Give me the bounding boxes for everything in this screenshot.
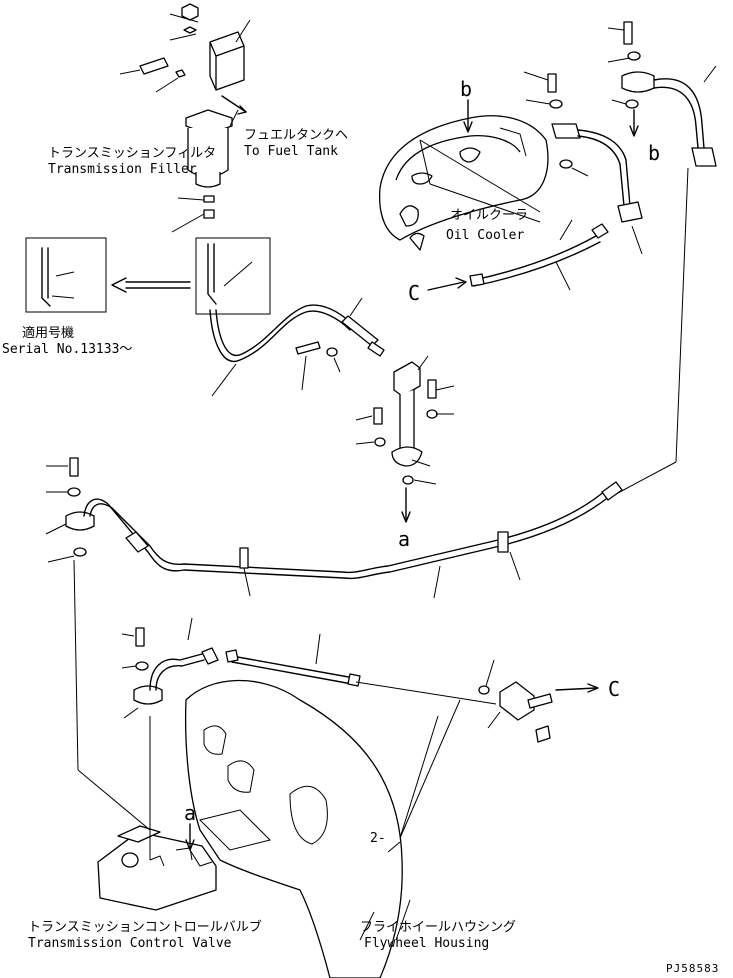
serial-label-en: Serial No.13133～ xyxy=(2,342,132,357)
transmission-filter xyxy=(139,3,245,219)
ref-b-right: b xyxy=(648,141,660,165)
oil-cooler-label-en: Oil Cooler xyxy=(446,228,524,243)
filter-label-jp: トランスミッションフィルタ xyxy=(48,146,216,161)
flywheel-label-en: Flywheel Housing xyxy=(364,936,489,951)
ref-a-top: a xyxy=(398,527,410,551)
control-valve-label-jp: トランスミッションコントロールバルブ xyxy=(28,919,262,935)
current-inset-box xyxy=(195,237,271,315)
ref-b-cooler: b xyxy=(460,77,472,101)
serial-inset-box xyxy=(25,237,107,313)
ref-c-right: C xyxy=(608,677,620,701)
serial-label-jp: 適用号機 xyxy=(22,325,74,341)
ref-a-bottom: a xyxy=(184,801,196,825)
control-valve-label-en: Transmission Control Valve xyxy=(28,936,232,951)
fuel-tank-label-jp: フュエルタンクヘ xyxy=(244,128,348,143)
flywheel-housing xyxy=(184,679,403,978)
drawing-code: PJ58583 xyxy=(666,962,719,975)
filter-label-en: Transmission Filler xyxy=(48,162,197,177)
ref-c-left: C xyxy=(408,281,420,305)
flywheel-label-jp: フライホイールハウシング xyxy=(360,920,516,935)
fuel-tank-label-en: To Fuel Tank xyxy=(244,144,338,159)
transmission-control-valve xyxy=(97,825,217,911)
oil-cooler-label-jp: オイルクーラ xyxy=(450,208,528,223)
flywheel-marker: 2- xyxy=(370,831,386,846)
